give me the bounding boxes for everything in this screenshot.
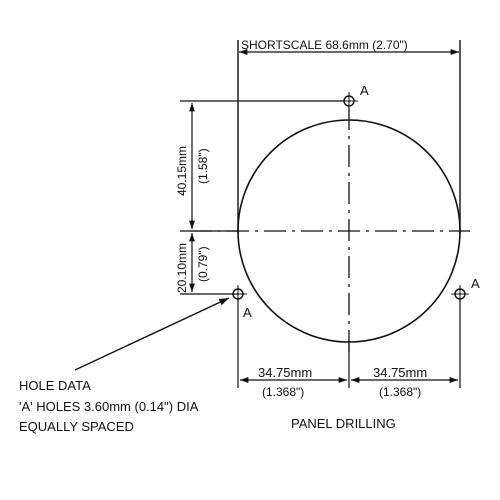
hole-data-line1: HOLE DATA [19,378,91,393]
hole-data-leader [74,297,230,371]
right-horizontal-in: (1.368") [379,385,421,399]
left-horizontal-mm: 34.75mm [258,365,312,380]
left-horizontal-in: (1.368") [262,385,304,399]
hole-data-line3: EQUALLY SPACED [19,419,134,434]
upper-vertical-mm: 40.15mm [175,146,189,196]
lower-vertical-in: (0.79") [196,246,210,282]
hole-top-label: A [360,83,369,98]
lower-vertical-mm: 20.10mm [175,243,189,293]
shortscale-dimension [237,40,461,233]
upper-vertical-in: (1.58") [196,148,210,184]
drawing-caption: PANEL DRILLING [291,416,396,431]
vertical-dimensions [180,100,344,295]
hole-data-line2: 'A' HOLES 3.60mm (0.14") DIA [19,399,199,414]
horizontal-dimensions [237,299,461,388]
hole-left-label: A [243,305,252,320]
hole-right-label: A [471,276,480,291]
right-horizontal-mm: 34.75mm [373,365,427,380]
shortscale-label: SHORTSCALE 68.6mm (2.70") [241,38,408,52]
